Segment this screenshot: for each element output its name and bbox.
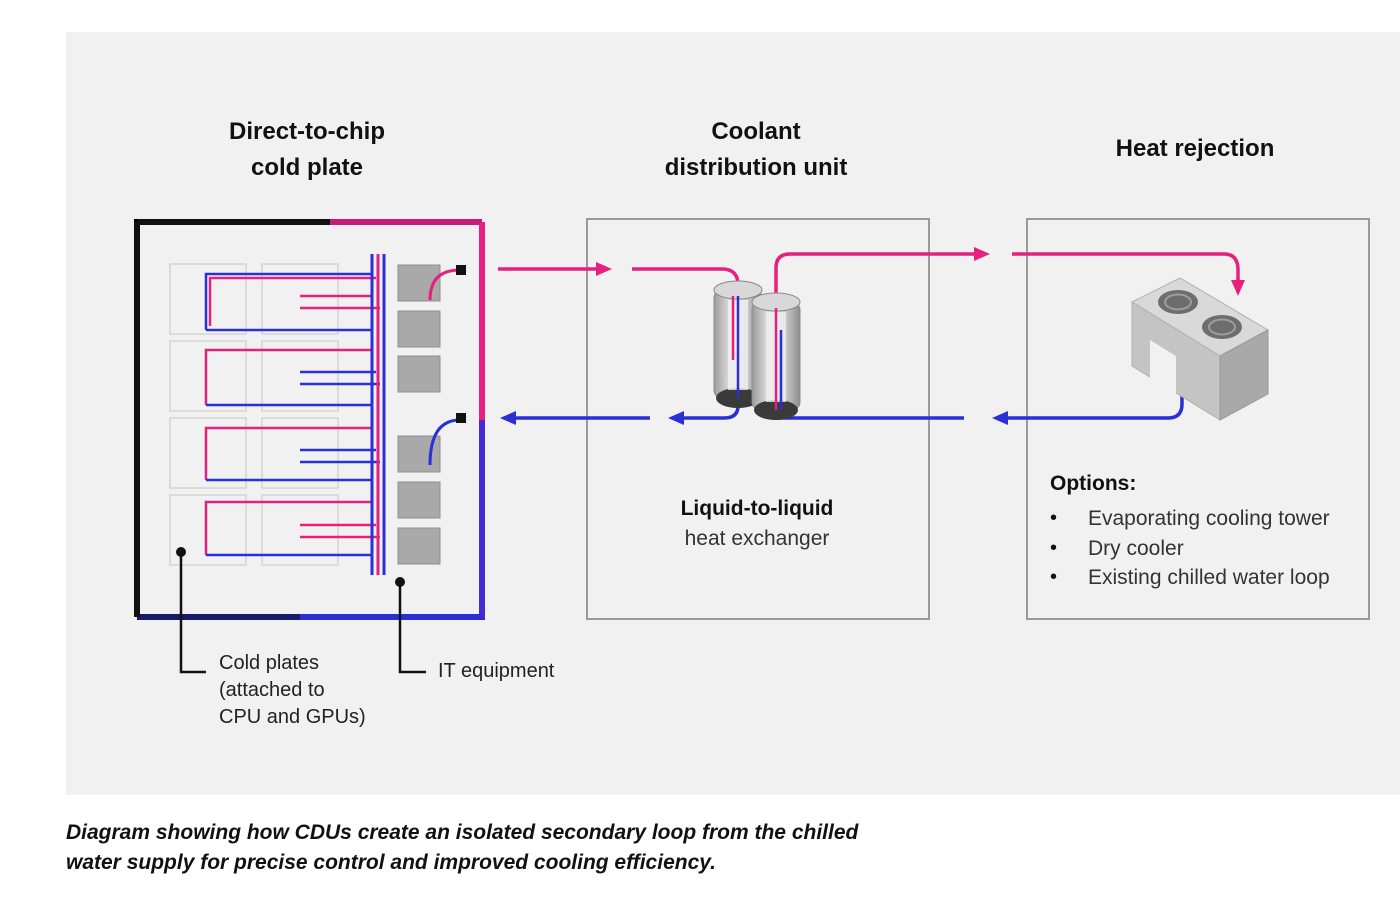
cold-plate-piping <box>204 254 386 575</box>
options-list: Evaporating cooling tower Dry cooler Exi… <box>1050 504 1330 593</box>
options-heading: Options: <box>1050 472 1137 495</box>
heat-rejection-options: Options: Evaporating cooling tower Dry c… <box>1050 470 1330 593</box>
cold-loop-lines <box>516 394 1184 420</box>
return-port <box>456 413 466 423</box>
arrow-left-icon <box>992 411 1008 425</box>
list-item: Dry cooler <box>1050 534 1330 564</box>
arrow-down-icon <box>1231 280 1245 296</box>
supply-port <box>456 265 466 275</box>
it-equipment-marker <box>395 577 405 587</box>
heat-rejection-title: Heat rejection <box>1115 135 1275 162</box>
cold-plates-callout: Cold plates (attached to CPU and GPUs) <box>219 652 366 728</box>
cooling-tower-icon <box>1130 277 1270 421</box>
cold-plate-title: Direct-to-chip cold plate <box>229 118 385 181</box>
heat-exchanger-label: Liquid-to-liquid heat exchanger <box>680 497 834 550</box>
arrow-left-icon <box>668 411 684 425</box>
cold-plates-marker <box>176 547 186 557</box>
arrow-right-icon <box>974 247 990 261</box>
list-item: Evaporating cooling tower <box>1050 504 1330 534</box>
server-trays <box>169 263 339 566</box>
hot-loop-lines <box>498 252 1240 300</box>
cdu-title: Coolant distribution unit <box>664 118 848 181</box>
it-equipment-callout: IT equipment <box>438 660 555 682</box>
list-item: Existing chilled water loop <box>1050 563 1330 593</box>
arrow-right-icon <box>596 262 612 276</box>
figure-caption: Diagram showing how CDUs create an isola… <box>66 821 859 874</box>
rack-frame <box>134 219 485 620</box>
manifold-connectors <box>428 268 461 466</box>
heat-exchanger-icon <box>713 280 801 420</box>
callout-leaders <box>179 552 426 674</box>
it-equipment-blocks <box>397 264 441 565</box>
arrow-left-icon <box>500 411 516 425</box>
